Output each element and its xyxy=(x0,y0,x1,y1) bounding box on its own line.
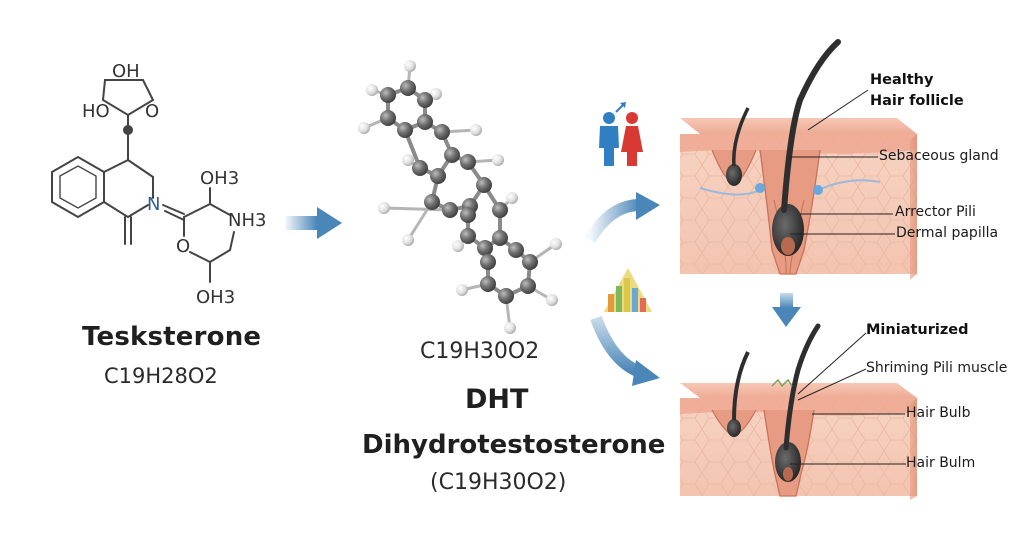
dht-formula-top: C19H30O2 xyxy=(420,339,540,364)
healthy-title-line1: Healthy xyxy=(870,72,934,88)
dht-carbon-atom xyxy=(480,276,496,292)
dht-full-name: Dihydrotestosterone xyxy=(362,430,666,460)
people-male-female-icon xyxy=(599,102,643,166)
dht-hydrogen-atom xyxy=(456,284,468,296)
dht-hydrogen-atom xyxy=(470,124,482,136)
dht-carbon-atom xyxy=(460,207,476,223)
dht-carbon-atom xyxy=(460,154,476,170)
dht-carbon-atom xyxy=(492,230,508,246)
dht-hydrogen-atom xyxy=(492,154,504,166)
dht-carbon-atom xyxy=(397,122,413,138)
atom-label-oh3-bottom: OH3 xyxy=(196,287,235,308)
atom-label-o-ring: O xyxy=(176,236,190,257)
dht-hydrogen-atom xyxy=(452,240,464,252)
dht-hydrogen-atom xyxy=(402,154,414,166)
dht-carbon-atom xyxy=(430,168,446,184)
dht-carbon-atom xyxy=(508,242,524,258)
atom-label-oh3-top: OH3 xyxy=(200,168,239,189)
label-dermal-papilla: Dermal papilla xyxy=(896,225,999,241)
dht-hydrogen-atom xyxy=(402,234,414,246)
conversion-arrow xyxy=(285,207,342,239)
dht-bond xyxy=(382,206,452,212)
arrow-down-between-follicles xyxy=(772,293,801,327)
testosterone-structure xyxy=(51,79,235,283)
arrow-to-healthy xyxy=(584,192,660,244)
dht-carbon-atom xyxy=(520,278,536,294)
dht-carbon-atom xyxy=(522,254,538,270)
atom-label-oh: OH xyxy=(112,61,140,82)
dht-carbon-atom xyxy=(434,124,450,140)
label-sebaceous-gland: Sebaceous gland xyxy=(879,148,999,164)
dht-carbon-atom xyxy=(417,114,433,130)
dht-carbon-atom xyxy=(480,254,496,270)
miniaturized-skin-block xyxy=(680,323,917,500)
dht-hydrogen-atom xyxy=(550,238,562,250)
dht-formula-bottom: (C19H30O2) xyxy=(430,470,567,495)
dht-carbon-atom xyxy=(380,87,396,103)
atom-label-n: N xyxy=(147,194,160,215)
dht-carbon-atom xyxy=(412,160,428,176)
dht-hydrogen-atom xyxy=(404,60,416,72)
callout-lines xyxy=(790,89,906,465)
dht-hydrogen-atom xyxy=(378,202,390,214)
dht-carbon-atom xyxy=(498,288,514,304)
dht-short-name: DHT xyxy=(465,384,529,415)
dht-hydrogen-atom xyxy=(504,322,516,334)
dht-hydrogen-atom xyxy=(506,192,518,204)
testosterone-atom-labels: OH HO O N OH3 NH3 O OH3 xyxy=(82,61,266,308)
arrow-to-miniaturized xyxy=(590,315,660,386)
dht-carbon-atom xyxy=(477,240,493,256)
healthy-title: Healthy Hair follicle xyxy=(870,70,964,112)
label-shrinking-pili-muscle: Shriming Pili muscle xyxy=(866,360,1008,376)
dht-carbon-atom xyxy=(380,110,396,126)
dht-carbon-atom xyxy=(400,80,416,96)
dht-carbon-atom xyxy=(444,147,460,163)
testosterone-name: Tesksterone xyxy=(82,322,262,352)
dht-carbon-atom xyxy=(417,92,433,108)
label-hair-bulb: Hair Bulb xyxy=(906,405,971,421)
healthy-title-line2: Hair follicle xyxy=(870,93,964,109)
testosterone-formula: C19H28O2 xyxy=(104,364,218,388)
pyramid-chart-icon xyxy=(604,268,652,312)
atom-label-nh3: NH3 xyxy=(228,210,266,231)
dht-ball-stick-model xyxy=(358,60,562,334)
label-hair-bulm: Hair Bulm xyxy=(906,455,976,471)
dht-hydrogen-atom xyxy=(430,88,442,100)
dht-hydrogen-atom xyxy=(366,84,378,96)
dht-carbon-atom xyxy=(476,177,492,193)
atom-label-o: O xyxy=(145,101,159,122)
dht-carbon-atom xyxy=(460,228,476,244)
dht-carbon-atom xyxy=(442,202,458,218)
label-arrector-pili: Arrector Pili xyxy=(895,204,976,220)
miniaturized-title: Miniaturized xyxy=(866,322,969,338)
dht-carbon-atom xyxy=(424,194,440,210)
dht-carbon-atom xyxy=(492,202,508,218)
dht-hydrogen-atom xyxy=(546,294,558,306)
atom-label-ho: HO xyxy=(82,101,110,122)
dht-hydrogen-atom xyxy=(358,122,370,134)
